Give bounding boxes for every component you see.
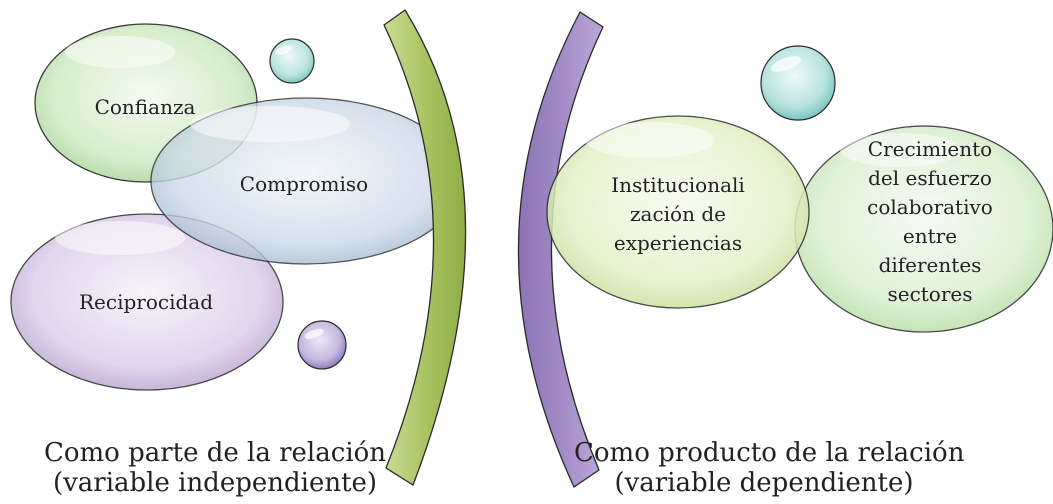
- caption-left-line2: (variable independiente): [52, 468, 378, 498]
- small-bubble-teal-left: [269, 38, 315, 84]
- bubble-reciprocidad: [10, 213, 284, 391]
- node-label-institucionalizacion-text: Institucionali zación de experiencias: [611, 173, 745, 255]
- node-label-reciprocidad: Reciprocidad: [78, 290, 214, 314]
- small-bubble-teal-right: [760, 45, 836, 121]
- small-bubble-purple: [297, 320, 347, 370]
- caption-right-line1: Como producto de la relación: [574, 438, 965, 468]
- bracket-purple: [517, 11, 604, 488]
- node-label-confianza: Confianza: [94, 95, 196, 119]
- bubble-institucionalizacion: [546, 115, 810, 309]
- caption-right-line2: (variable dependiente): [614, 468, 914, 498]
- caption-left-line1: Como parte de la relación: [43, 438, 387, 468]
- caption-right: Como producto de la relación (variable d…: [574, 438, 965, 498]
- bracket-green: [383, 9, 467, 486]
- node-label-compromiso: Compromiso: [239, 172, 369, 196]
- caption-left: Como parte de la relación (variable inde…: [40, 438, 390, 498]
- bubble-crecimiento: [794, 125, 1053, 333]
- bubble-compromiso: [150, 97, 462, 265]
- node-label-crecimiento: Crecimiento del esfuerzo colaborativo en…: [867, 137, 993, 306]
